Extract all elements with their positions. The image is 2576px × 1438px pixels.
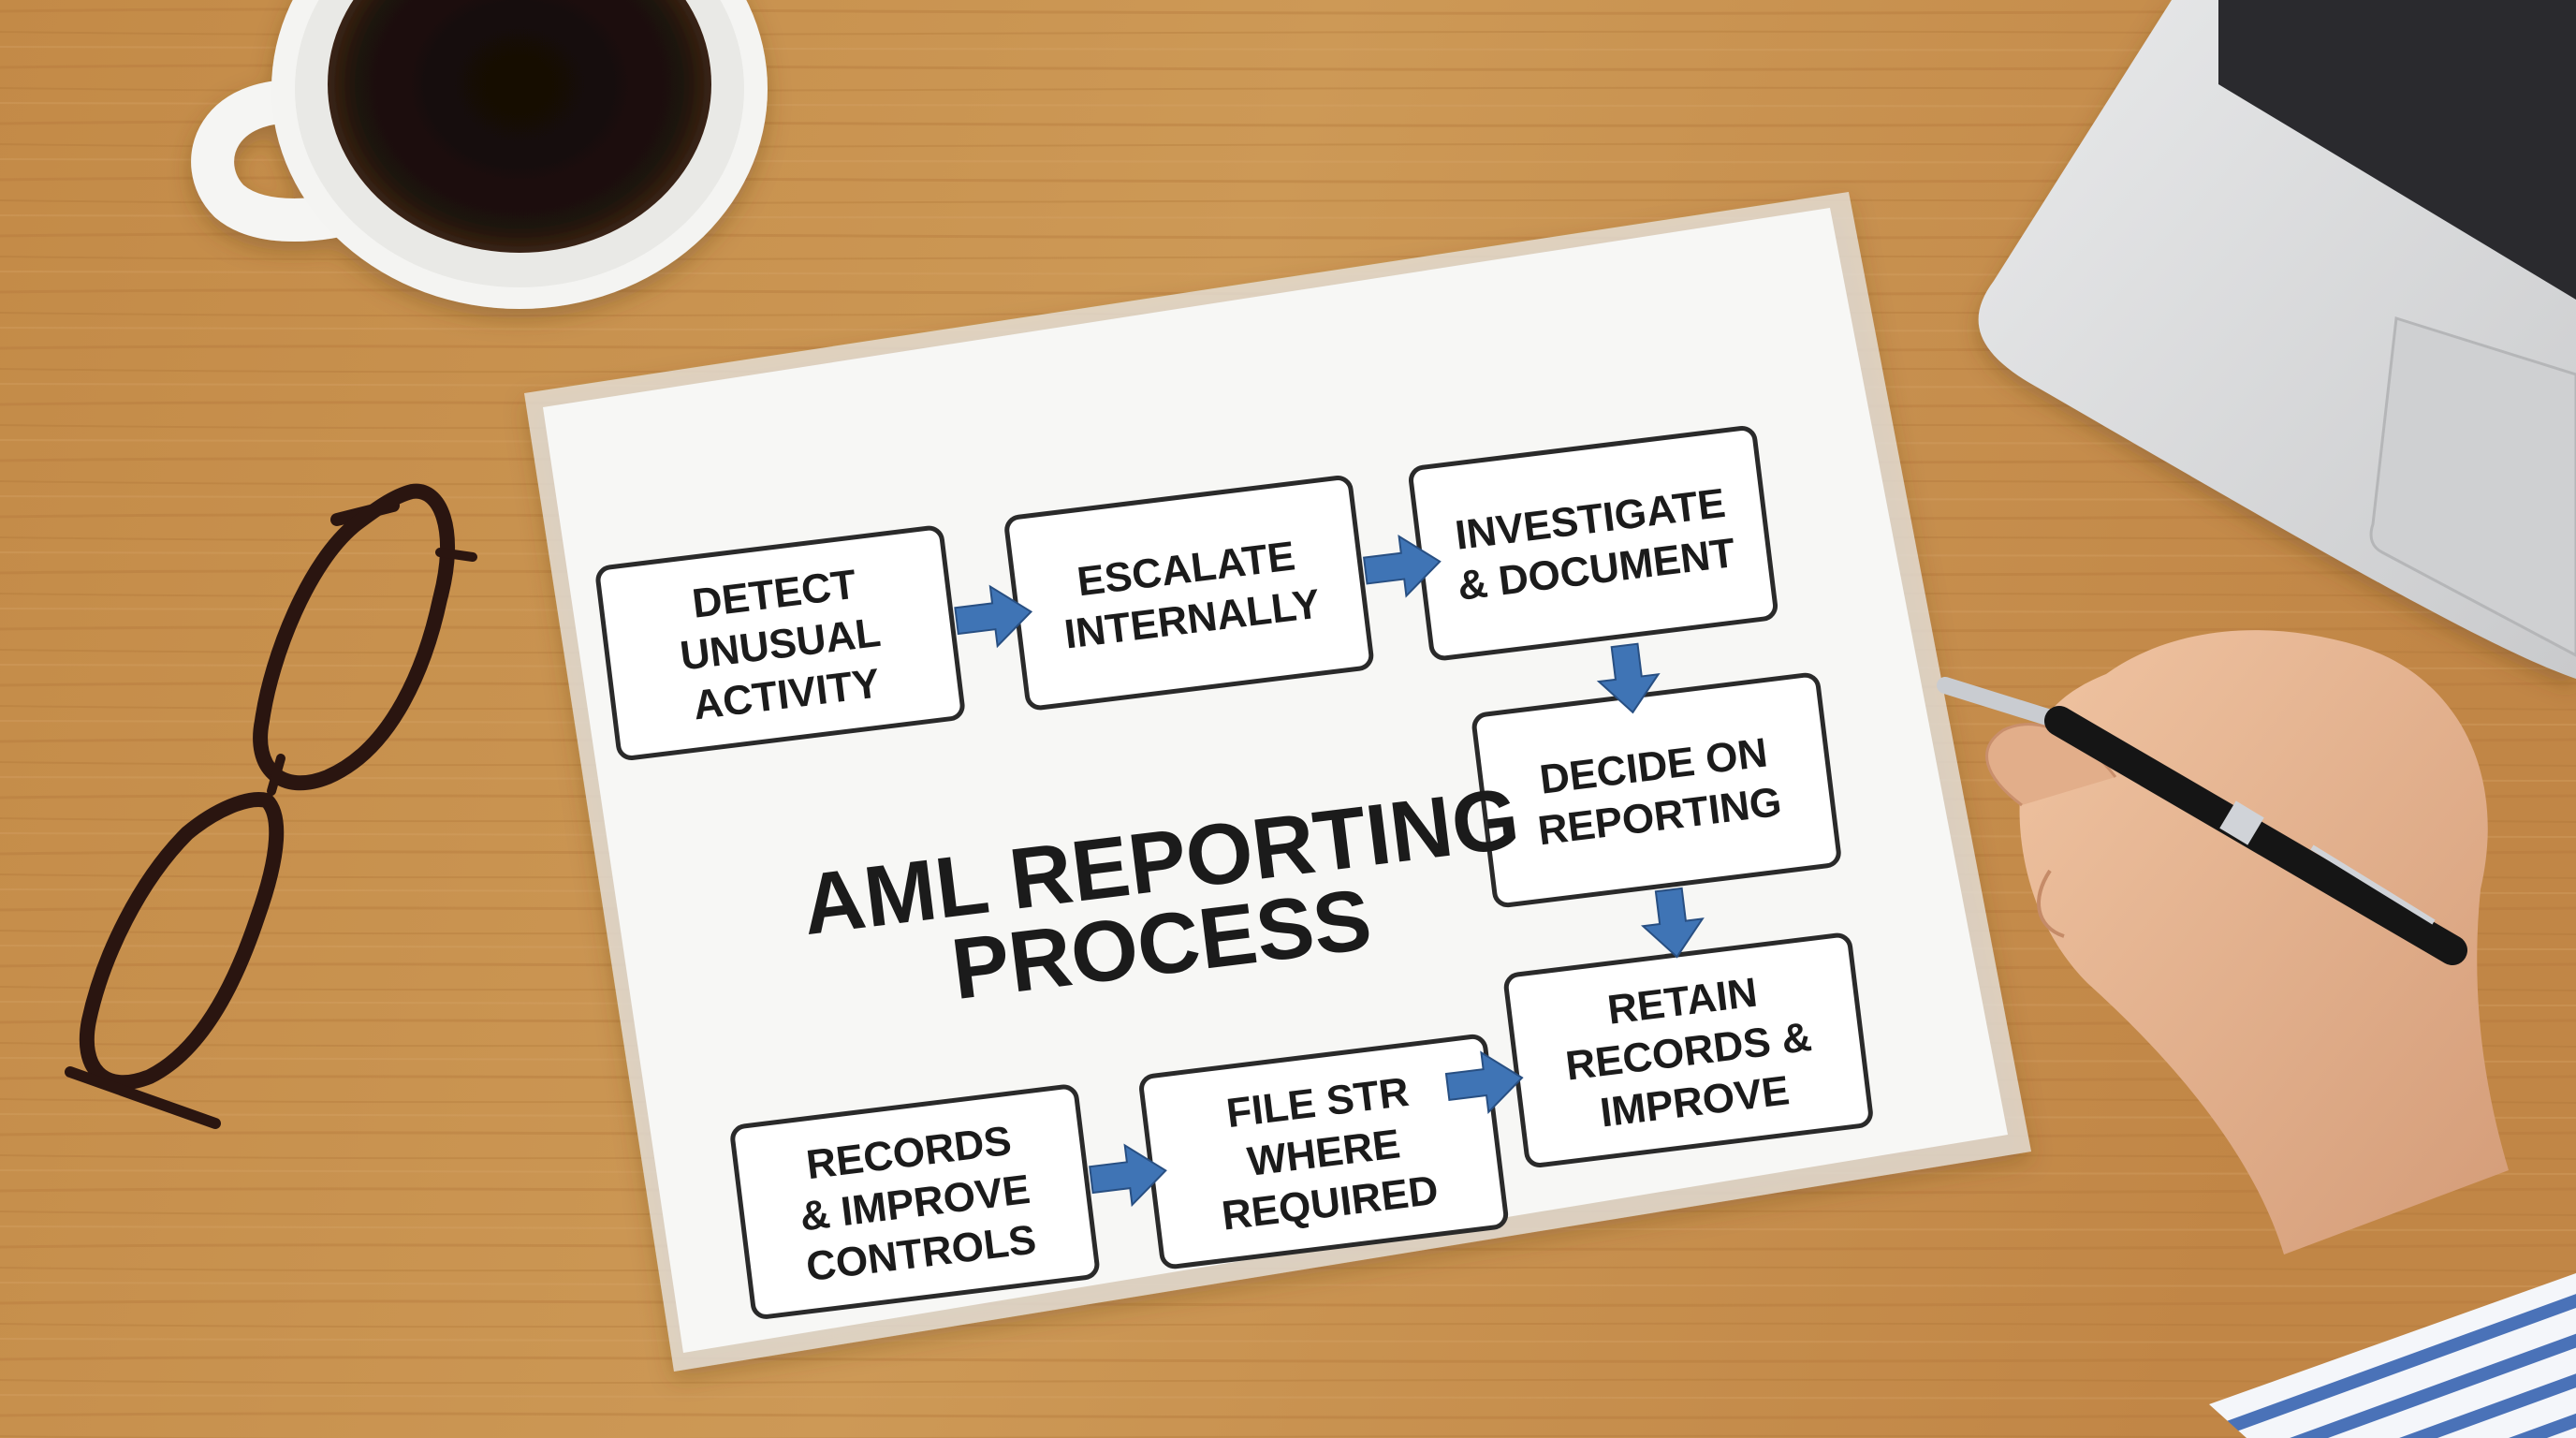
step-box-decide: [1471, 672, 1841, 908]
arrow-right-icon: [1444, 1050, 1524, 1115]
arrow-right-icon: [954, 584, 1033, 649]
laptop: [1978, 0, 2576, 679]
arrow-down-icon: [1596, 642, 1661, 714]
eyeglasses: [65, 483, 477, 1129]
step-box-records: [730, 1084, 1100, 1319]
coffee-cup: [191, 0, 768, 309]
step-box-detect: [595, 525, 965, 760]
arrow-right-icon: [1089, 1143, 1167, 1208]
pen: [1937, 677, 2467, 965]
arrow-down-icon: [1640, 887, 1705, 959]
arrow-right-icon: [1362, 534, 1442, 598]
